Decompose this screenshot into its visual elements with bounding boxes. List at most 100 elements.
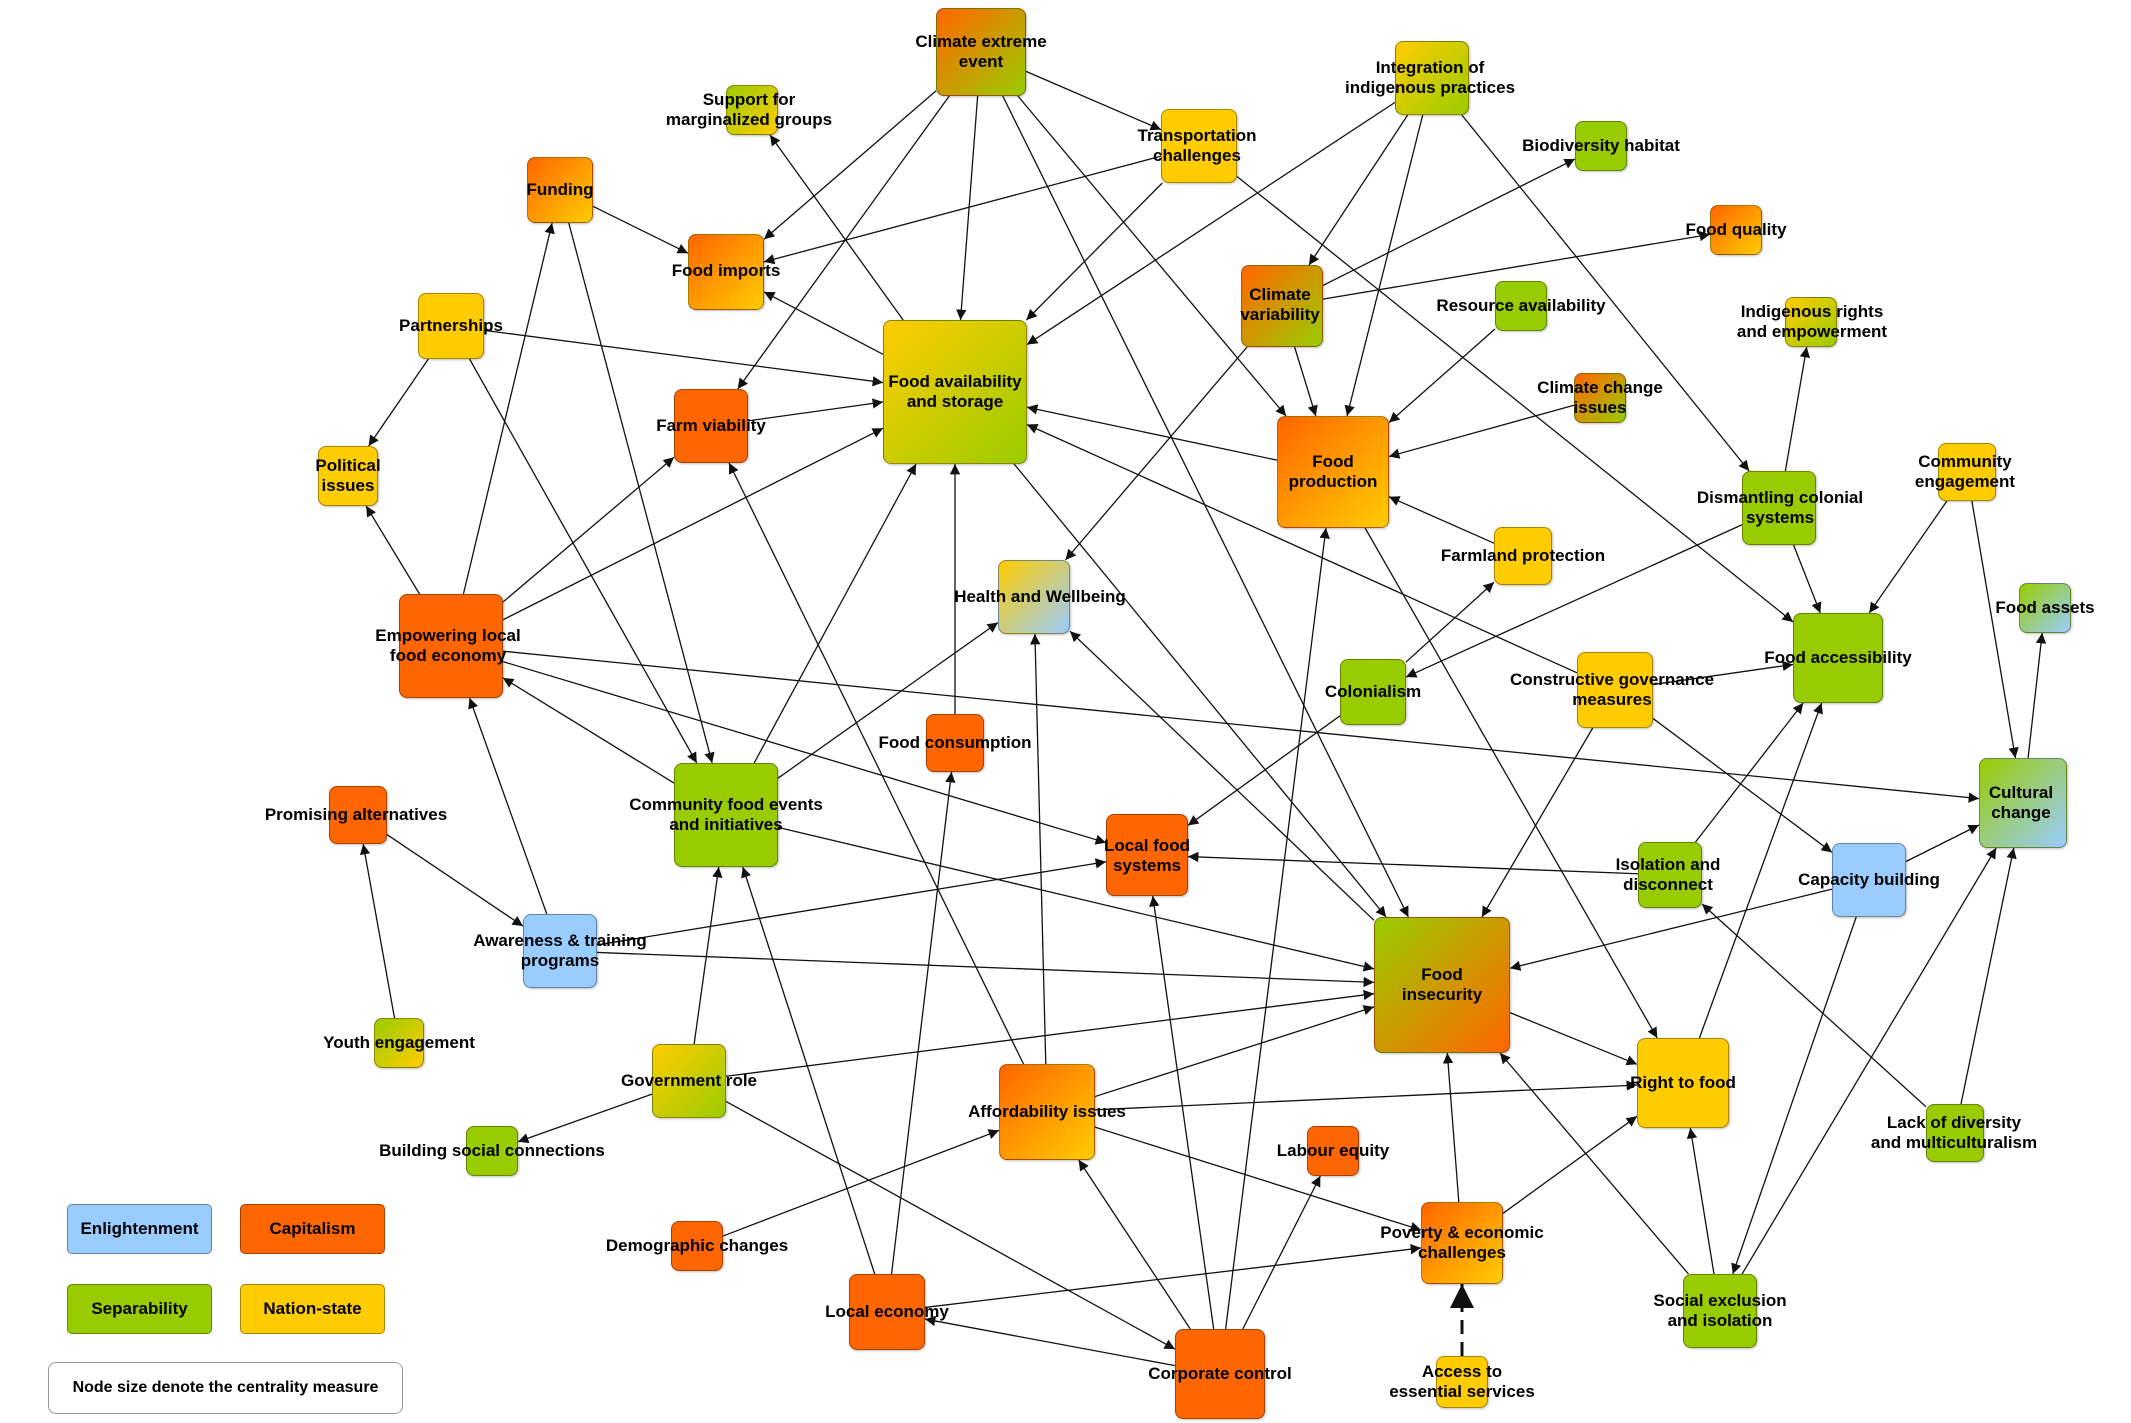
edge-colonialism-to-local-food — [1187, 715, 1341, 826]
node-community-food — [674, 763, 778, 867]
edge-poverty-to-food-insecurity — [1442, 1052, 1460, 1203]
edge-transport-to-food-avail — [1025, 182, 1163, 321]
edge-climate-extreme-to-food-insecurity — [1002, 95, 1409, 918]
edge-climate-extreme-to-food-imports — [763, 90, 937, 240]
node-local-economy — [849, 1274, 925, 1350]
node-label-climate-change: Climate change issues — [1537, 378, 1663, 417]
edge-corporate-control-to-affordability — [1078, 1159, 1191, 1330]
edge-youth-to-promising — [359, 843, 396, 1019]
edge-climate-extreme-to-transport — [1025, 70, 1162, 131]
node-label-dismantling: Dismantling colonial systems — [1696, 488, 1864, 527]
edge-farm-viability-to-food-avail — [747, 398, 884, 422]
edge-integration-ind-to-climate-var — [1308, 114, 1409, 266]
node-label-climate-extreme: Climate extreme event — [915, 32, 1047, 71]
edge-integration-ind-to-dismantling — [1461, 114, 1750, 472]
node-label-local-economy: Local economy — [825, 1302, 949, 1321]
edge-funding-to-food-imports — [592, 205, 689, 254]
edge-affordability-to-health — [1029, 633, 1047, 1065]
node-farm-viability — [674, 389, 748, 463]
node-capacity — [1832, 843, 1906, 917]
legend-enlightenment-label: Enlightenment — [80, 1219, 199, 1238]
edge-transport-to-food-access — [1236, 175, 1794, 623]
edge-resource-avail-to-food-production — [1388, 328, 1496, 424]
edge-funding-to-community-food — [568, 222, 715, 764]
node-resource-avail — [1495, 281, 1547, 331]
edge-community-food-to-empowering — [502, 677, 675, 784]
node-label-building-social: Building social connections — [379, 1141, 605, 1160]
edge-climate-var-to-food-quality — [1322, 230, 1711, 300]
node-label-youth: Youth engagement — [323, 1033, 475, 1052]
node-label-poverty: Poverty & economic challenges — [1380, 1223, 1544, 1262]
node-label-farm-viability: Farm viability — [656, 416, 766, 435]
edge-partnerships-to-community-food — [468, 358, 698, 764]
node-label-farmland: Farmland protection — [1440, 546, 1606, 565]
legend-capitalism: Capitalism — [240, 1204, 385, 1254]
node-community-engagement — [1938, 443, 1996, 501]
node-label-local-food: Local food systems — [1104, 836, 1190, 875]
node-label-demographic: Demographic changes — [605, 1236, 789, 1255]
edge-empowering-to-funding — [462, 222, 555, 595]
legend-nation-state: Nation-state — [240, 1284, 385, 1334]
node-label-food-quality: Food quality — [1685, 220, 1787, 239]
node-label-promising: Promising alternatives — [264, 805, 448, 824]
edge-climate-extreme-to-food-production — [1017, 95, 1287, 417]
node-label-climate-var: Climate variability — [1240, 285, 1320, 324]
edge-corporate-control-to-local-food — [1149, 895, 1215, 1330]
node-food-insecurity — [1374, 917, 1510, 1053]
edge-partnerships-to-political — [368, 358, 429, 447]
edge-climate-change-to-food-production — [1388, 404, 1575, 459]
edge-corporate-control-to-food-production — [1224, 527, 1330, 1330]
node-empowering — [399, 594, 503, 698]
node-label-food-assets: Food assets — [1995, 598, 2095, 617]
edge-affordability-to-poverty — [1094, 1126, 1422, 1232]
edge-food-avail-to-food-insecurity — [1013, 463, 1387, 918]
centrality-note: Node size denote the centrality measure — [48, 1362, 403, 1414]
node-label-health: Health and Wellbeing — [954, 587, 1126, 606]
edge-climate-var-to-food-production — [1293, 346, 1318, 417]
node-awareness — [523, 914, 597, 988]
legend-enlightenment: Enlightenment — [67, 1204, 212, 1254]
edge-government-to-building-social — [517, 1093, 653, 1144]
node-label-government: Government role — [620, 1071, 758, 1090]
node-cultural-change — [1979, 758, 2067, 848]
node-label-community-food: Community food events and initiatives — [629, 795, 823, 834]
edge-awareness-to-food-insecurity — [596, 951, 1375, 988]
node-label-resource-avail: Resource availability — [1436, 296, 1606, 315]
node-label-food-insecurity: Food insecurity — [1401, 965, 1483, 1004]
node-label-community-engagement: Community engagement — [1914, 452, 2016, 491]
node-access-essential — [1436, 1356, 1488, 1408]
node-climate-change — [1574, 373, 1626, 423]
edge-local-economy-to-food-consumption — [890, 771, 956, 1275]
edge-climate-var-to-biodiversity — [1322, 158, 1576, 287]
node-label-indigenous-rights: Indigenous rights and empowerment — [1736, 302, 1888, 341]
edge-constructive-to-capacity — [1652, 717, 1833, 853]
node-corporate-control — [1175, 1329, 1265, 1419]
edge-demographic-to-affordability — [722, 1129, 1000, 1237]
edge-transport-to-food-imports — [763, 155, 1162, 265]
node-building-social — [466, 1126, 518, 1176]
edge-isolation-to-food-access — [1695, 702, 1804, 843]
node-food-access — [1793, 613, 1883, 703]
node-label-lack-diversity: Lack of diversity and multiculturalism — [1870, 1113, 2038, 1152]
edge-community-food-to-health — [777, 621, 999, 779]
node-food-avail — [883, 320, 1027, 464]
edge-isolation-to-local-food — [1187, 851, 1639, 875]
node-isolation — [1638, 842, 1702, 908]
node-food-quality — [1710, 205, 1762, 255]
edge-local-economy-to-poverty — [924, 1243, 1422, 1309]
edge-integration-ind-to-food-avail — [1026, 101, 1396, 346]
edge-climate-extreme-to-food-avail — [956, 95, 979, 321]
edge-climate-extreme-to-farm-viability — [737, 95, 950, 390]
edge-corporate-control-to-labour-equity — [1242, 1175, 1321, 1330]
edge-government-to-community-food — [693, 866, 723, 1045]
node-label-food-access: Food accessibility — [1764, 648, 1912, 667]
edge-partnerships-to-food-avail — [483, 329, 884, 387]
node-label-political: Political issues — [315, 456, 381, 495]
node-health — [998, 560, 1070, 634]
edge-community-food-to-food-avail — [753, 463, 917, 764]
node-label-social-exclusion: Social exclusion and isolation — [1653, 1291, 1787, 1330]
edge-lack-diversity-to-isolation — [1701, 903, 1927, 1108]
edge-food-production-to-right-to-food — [1364, 527, 1658, 1039]
node-farmland — [1494, 527, 1552, 585]
edge-integration-ind-to-food-production — [1344, 114, 1424, 417]
